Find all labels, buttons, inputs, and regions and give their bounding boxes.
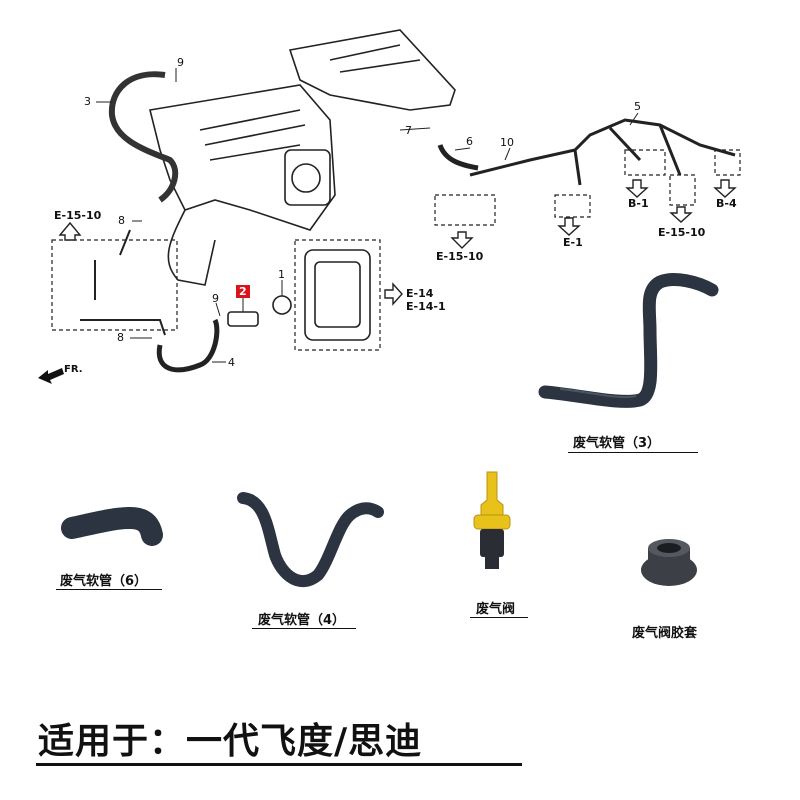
grommet-1-diagram bbox=[272, 295, 292, 315]
ref-e15-10-left: E-15-10 bbox=[54, 209, 102, 222]
ref-e14: E-14 bbox=[406, 287, 434, 300]
ref-e1: E-1 bbox=[563, 236, 583, 249]
part-number: 3 bbox=[84, 95, 91, 108]
intake-manifold bbox=[149, 84, 336, 231]
valve-2-diagram bbox=[227, 311, 259, 327]
pcv-valve-product bbox=[473, 471, 511, 569]
hose-3-diagram bbox=[108, 71, 179, 203]
part-number: 9 bbox=[177, 56, 184, 69]
front-arrow-icon bbox=[38, 368, 64, 384]
engine-cover bbox=[288, 29, 456, 111]
part-number: 9 bbox=[212, 292, 219, 305]
ref-b1: B-1 bbox=[628, 197, 649, 210]
caption-underline bbox=[470, 617, 528, 618]
highlighted-part-number: 2 bbox=[236, 285, 250, 298]
part-number: 7 bbox=[405, 124, 412, 137]
caption-valve: 废气阀 bbox=[476, 602, 516, 617]
part-number: 1 bbox=[278, 268, 285, 281]
hose-3-product bbox=[538, 273, 719, 408]
compatibility-footer: 适用于：一代飞度/思迪 bbox=[38, 721, 423, 762]
part-number: 4 bbox=[228, 356, 235, 369]
caption-grommet: 废气阀胶套 bbox=[632, 626, 698, 641]
caption-underline bbox=[252, 628, 356, 629]
part-number: 8 bbox=[118, 214, 125, 227]
hose-5-diagram bbox=[469, 118, 736, 177]
cover-plate bbox=[304, 249, 371, 341]
hose-6-diagram bbox=[437, 144, 479, 171]
part-number: 5 bbox=[634, 100, 641, 113]
caption-hose-6: 废气软管（6） bbox=[60, 574, 148, 589]
caption-underline bbox=[568, 452, 698, 453]
ref-e15-10-bottom: E-15-10 bbox=[436, 250, 484, 263]
part-number: 6 bbox=[466, 135, 473, 148]
part-number: 10 bbox=[500, 136, 514, 149]
caption-hose-4: 废气软管（4） bbox=[258, 613, 346, 628]
grommet-product bbox=[641, 539, 697, 586]
hose-6-product bbox=[61, 506, 163, 546]
ref-e14-1: E-14-1 bbox=[406, 300, 446, 313]
part-number: 8 bbox=[117, 331, 124, 344]
caption-hose-3: 废气软管（3） bbox=[573, 436, 661, 451]
ref-front: FR. bbox=[64, 364, 83, 375]
caption-underline bbox=[56, 589, 162, 590]
hose-4-product bbox=[237, 492, 384, 587]
hose-4-diagram bbox=[156, 318, 220, 373]
ref-b4: B-4 bbox=[716, 197, 737, 210]
ref-e15-10-right: E-15-10 bbox=[658, 226, 706, 239]
footer-underline bbox=[36, 763, 522, 766]
